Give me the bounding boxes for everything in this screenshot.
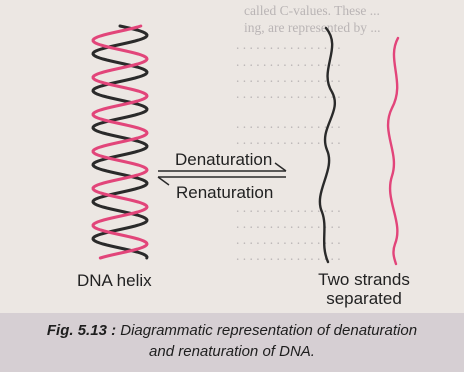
separated-label-line1: Two strands [298,270,430,289]
caption-line2: and renaturation of DNA. [0,341,464,362]
figure-number: Fig. 5.13 : [47,322,116,339]
separated-label-line2: separated [298,289,430,308]
denaturation-label: Denaturation [175,150,272,169]
figure-caption: Fig. 5.13 : Diagrammatic representation … [0,320,464,362]
dna-helix-label: DNA helix [77,271,152,290]
dna-helix [93,26,147,258]
separated-strands [320,28,398,264]
forward-arrow-head [275,163,286,171]
renaturation-label: Renaturation [176,183,273,202]
caption-text-1: Diagrammatic representation of denaturat… [120,322,417,339]
separated-strand-red [388,38,398,264]
separated-strand-dark [320,28,335,262]
separated-strands-label: Two strands separated [298,270,430,308]
reverse-arrow-head [158,177,169,185]
caption-line1: Fig. 5.13 : Diagrammatic representation … [0,320,464,341]
